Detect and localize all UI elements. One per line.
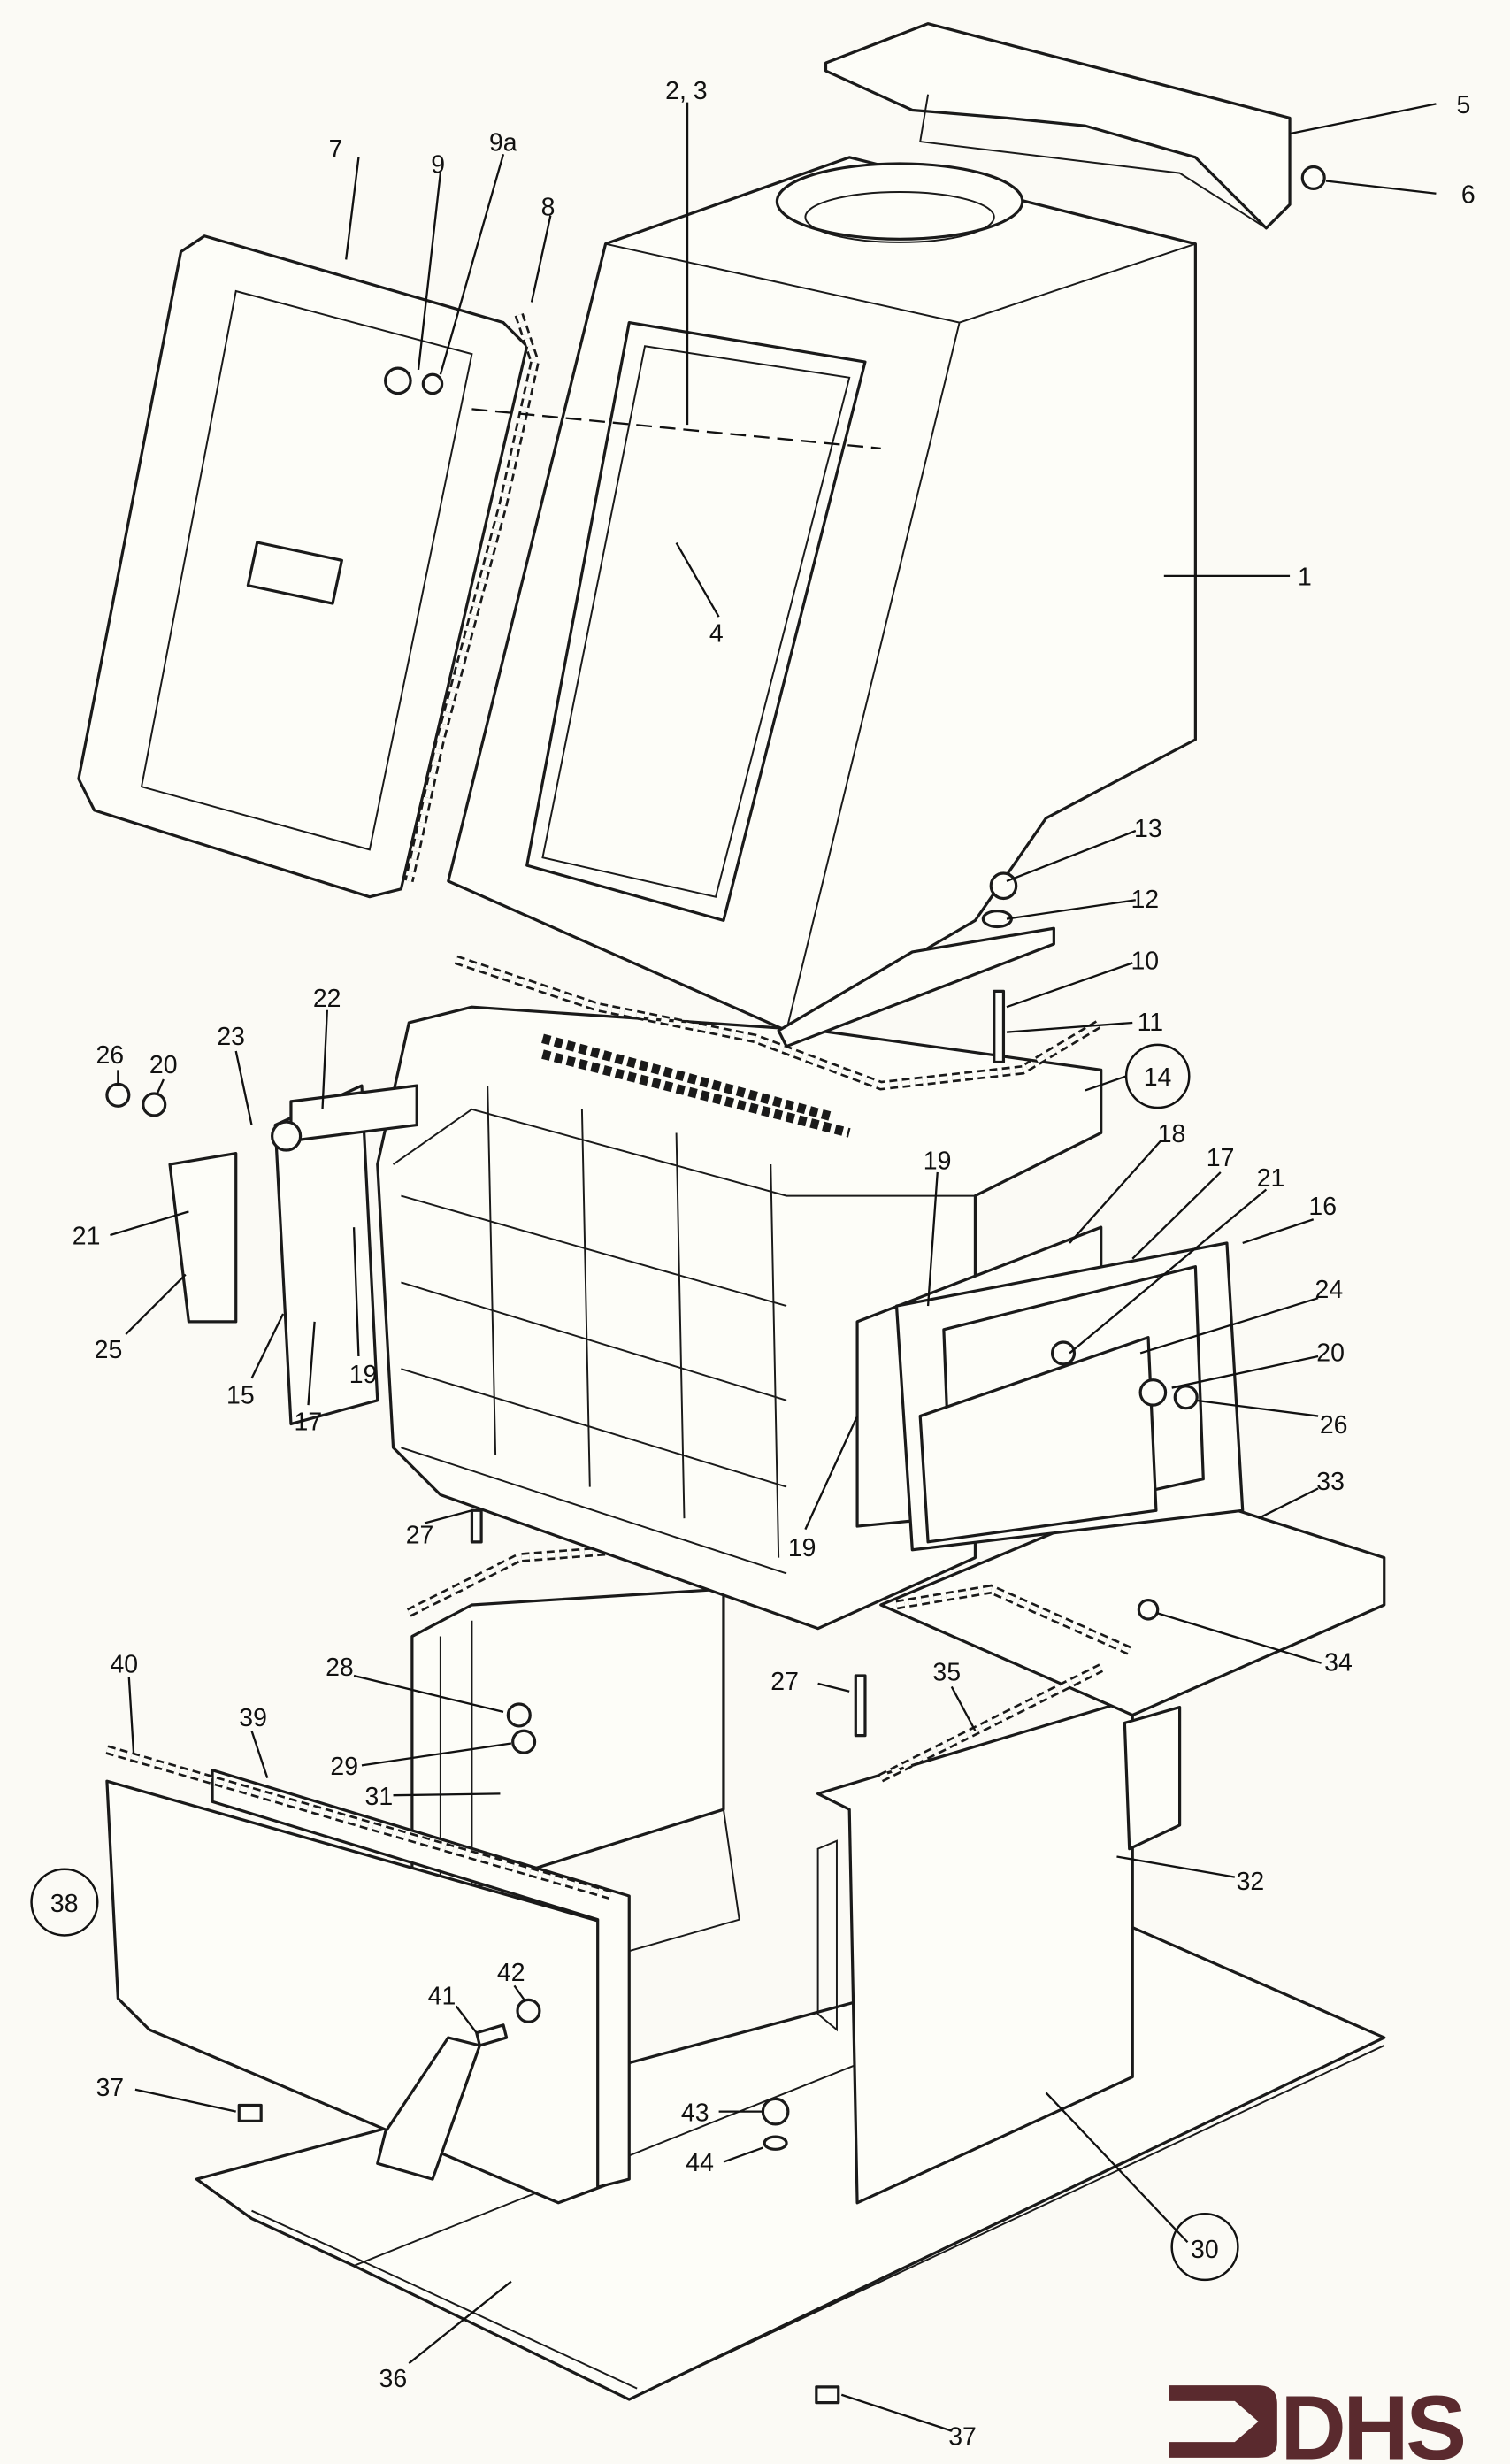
label-25: 25 — [95, 1336, 123, 1364]
label-12: 12 — [1131, 886, 1159, 914]
label-21: 21 — [73, 1223, 101, 1251]
small-hardware — [237, 871, 1160, 2405]
dhs-logo: DHS — [1169, 2377, 1467, 2464]
label-39: 39 — [239, 1704, 267, 1732]
label-19: 19 — [924, 1147, 952, 1175]
label-37: 37 — [96, 2074, 124, 2102]
label-2-3: 2, 3 — [665, 77, 707, 105]
label-10: 10 — [1131, 948, 1159, 976]
end-plate-assembly-right — [855, 1225, 1245, 1552]
circle-38 — [30, 1868, 99, 1937]
end-plate-assembly-left — [105, 1082, 418, 1426]
label-26: 26 — [1320, 1411, 1348, 1439]
label-21: 21 — [1257, 1164, 1285, 1193]
label-19: 19 — [788, 1534, 816, 1562]
label-41: 41 — [428, 1983, 456, 2011]
label-32: 32 — [1237, 1868, 1265, 1896]
label-27: 27 — [770, 1668, 799, 1696]
label-36: 36 — [379, 2365, 408, 2393]
label-13: 13 — [1134, 815, 1162, 843]
label-31: 31 — [365, 1783, 394, 1811]
label-23: 23 — [217, 1023, 245, 1051]
label-38: 38 — [50, 1890, 79, 1918]
label-9: 9 — [431, 151, 445, 180]
label-30: 30 — [1191, 2236, 1219, 2264]
part-labels: 2, 3 5 6 7 9 9a 8 1 4 13 12 10 11 14 22 … — [50, 77, 1476, 2452]
label-24: 24 — [1315, 1276, 1344, 1304]
label-5: 5 — [1457, 91, 1471, 119]
label-15: 15 — [226, 1381, 255, 1409]
leader-lines — [110, 102, 1437, 2432]
label-37: 37 — [948, 2423, 977, 2452]
label-35: 35 — [932, 1658, 961, 1686]
label-17: 17 — [1207, 1144, 1235, 1172]
label-19: 19 — [349, 1361, 378, 1389]
combustion-body-1 — [447, 156, 1197, 1048]
label-4: 4 — [709, 620, 724, 649]
label-8: 8 — [541, 194, 556, 222]
label-17: 17 — [295, 1409, 323, 1437]
label-44: 44 — [686, 2149, 714, 2177]
logo-text: DHS — [1280, 2377, 1463, 2464]
side-panel-30 — [816, 1698, 1182, 2205]
door-7 — [77, 234, 540, 899]
label-20: 20 — [149, 1051, 178, 1079]
label-42: 42 — [497, 1959, 525, 1987]
label-16: 16 — [1308, 1193, 1337, 1221]
label-26: 26 — [96, 1041, 124, 1070]
circle-14 — [1124, 1043, 1191, 1109]
label-28: 28 — [326, 1654, 354, 1682]
top-plate-33 — [406, 1485, 1386, 1783]
label-29: 29 — [330, 1753, 358, 1781]
label-33: 33 — [1316, 1468, 1345, 1496]
top-bracket-5 — [824, 22, 1326, 230]
label-27: 27 — [406, 1522, 434, 1550]
label-14: 14 — [1144, 1063, 1172, 1092]
label-22: 22 — [313, 985, 341, 1013]
label-6: 6 — [1461, 180, 1476, 209]
label-20: 20 — [1316, 1339, 1345, 1367]
label-18: 18 — [1158, 1120, 1186, 1148]
circle-30 — [1170, 2212, 1239, 2282]
label-34: 34 — [1324, 1649, 1353, 1677]
front-panel-38 — [105, 1745, 631, 2205]
label-7: 7 — [329, 135, 343, 164]
label-40: 40 — [110, 1650, 138, 1678]
label-43: 43 — [681, 2099, 709, 2127]
arrow-logo-icon — [1169, 2385, 1277, 2458]
label-1: 1 — [1298, 564, 1312, 592]
label-9a: 9a — [489, 129, 517, 157]
label-11: 11 — [1138, 1009, 1164, 1037]
